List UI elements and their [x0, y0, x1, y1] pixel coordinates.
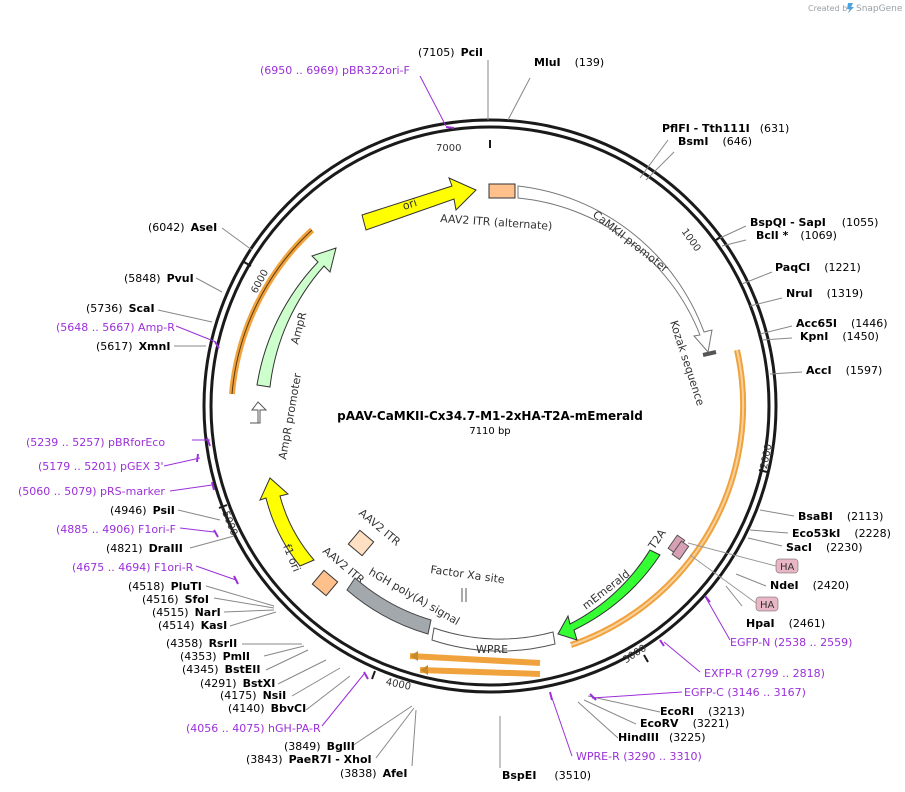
primer-hgh-pa-r: (4056 .. 4075) hGH-PA-R — [186, 722, 321, 735]
primer-pbrforeco: (5239 .. 5257) pBRforEco — [26, 436, 165, 449]
site-pflfi-tth111i: PflFI - Tth111I(631) — [662, 122, 789, 135]
primer-marks — [196, 126, 711, 701]
orf-arc-bottom-2 — [419, 667, 541, 677]
site-bspei: BspEI(3510) — [502, 769, 591, 782]
site-paer7i-xhoi: (3843)PaeR7I - XhoI — [246, 753, 372, 766]
app-name-text: SnapGene — [856, 4, 903, 14]
site-acc65i: Acc65I(1446) — [796, 317, 888, 330]
site-bsteii: (4345)BstEII — [182, 663, 260, 676]
t2a-label: T2A — [645, 526, 669, 552]
tick-label-1000: 1000 — [679, 227, 703, 254]
tick-label-2000: 2000 — [759, 443, 775, 470]
site-bspqi-sapi: BspQI - SapI(1055) — [750, 216, 878, 229]
backbone-outer-ring — [202, 118, 778, 694]
site-bglii: (3849)BglII — [284, 740, 355, 753]
primer-leader-lines — [163, 75, 731, 757]
site-scai: (5736)ScaI — [86, 302, 155, 315]
primer-exfp-r: EXFP-R (2799 .. 2818) — [704, 667, 825, 680]
site-nrui: NruI(1319) — [786, 287, 863, 300]
ampr-feature-arrow[interactable] — [256, 247, 337, 388]
backbone-inner-ring — [209, 125, 771, 687]
site-ecori: EcoRI(3213) — [660, 705, 745, 718]
orf-arc-bottom-1 — [409, 653, 541, 666]
site-pmli: (4353)PmlI — [180, 650, 250, 663]
site-bsmi: BsmI(646) — [678, 135, 752, 148]
site-kpni: KpnI(1450) — [800, 330, 879, 343]
primer-egfp-c: EGFP-C (3146 .. 3167) — [684, 686, 806, 699]
site-pcii: (7105)PciI — [418, 46, 483, 59]
kozak-feature[interactable] — [702, 350, 717, 357]
ampr-label: AmpR — [288, 310, 309, 345]
plasmid-name: pAAV-CaMKII-Cx34.7-M1-2xHA-T2A-mEmerald — [337, 409, 643, 423]
tick-label-3000: 3000 — [621, 643, 648, 666]
site-saci: SacI(2230) — [786, 541, 863, 554]
factor-xa-label: Factor Xa site — [430, 563, 506, 586]
camkii-promoter-label: CaMKII promoter — [590, 208, 671, 275]
ampr-promoter-label: AmpR promoter — [276, 372, 304, 461]
primer-prs-marker: (5060 .. 5079) pRS-marker — [18, 485, 165, 498]
aav2-itr-alternate-feature[interactable] — [488, 183, 516, 199]
plasmid-length: 7110 bp — [469, 426, 510, 437]
site-labels: (7105)PciI MluI(139) PflFI - Tth111I(631… — [86, 46, 891, 782]
site-bstxi: (4291)BstXI — [200, 677, 275, 690]
primer-labels: (6950 .. 6969) pBR322ori-F (5648 .. 5667… — [18, 64, 852, 763]
ha-tag-box-2[interactable] — [755, 596, 779, 612]
aav2-itr-feature-outer[interactable] — [311, 569, 339, 597]
aav2-itr-alternate-label: AAV2 ITR (alternate) — [440, 212, 553, 233]
site-psii: (4946)PsiI — [110, 504, 175, 517]
primer-pgex3: (5179 .. 5201) pGEX 3' — [38, 460, 164, 473]
snapgene-logo-icon — [847, 3, 854, 13]
primer-amp-r: (5648 .. 5667) Amp-R — [56, 321, 175, 334]
site-bcli: BclI *(1069) — [756, 229, 837, 242]
tick-marks — [218, 140, 768, 680]
site-nsii: (4175)NsiI — [220, 689, 286, 702]
site-afei: (3838)AfeI — [340, 767, 407, 780]
site-hpai: HpaI(2461) — [746, 617, 825, 630]
site-pvui: (5848)PvuI — [124, 272, 194, 285]
wpre-feature[interactable] — [431, 627, 556, 652]
ori-feature-arrow[interactable] — [361, 177, 477, 231]
site-xmni: (5617)XmnI — [96, 340, 170, 353]
created-by-text: Created by — [808, 4, 852, 13]
primer-egfp-n: EGFP-N (2538 .. 2559) — [730, 636, 852, 649]
site-leader-lines — [157, 60, 803, 768]
site-asei: (6042)AseI — [148, 221, 217, 234]
site-mlui: MluI(139) — [534, 56, 604, 69]
site-eco53ki: Eco53kI(2228) — [792, 527, 891, 540]
site-paqci: PaqCI(1221) — [775, 261, 861, 274]
aav2-itr-feature-inner[interactable] — [347, 529, 375, 557]
primer-pbr322ori-f: (6950 .. 6969) pBR322ori-F — [260, 64, 410, 77]
camkii-promoter-arrow[interactable] — [517, 185, 713, 354]
site-ecorv: EcoRV(3221) — [640, 717, 729, 730]
site-bsabi: BsaBI(2113) — [798, 510, 883, 523]
site-rsrii: (4358)RsrII — [166, 637, 237, 650]
site-kasi: (4514)KasI — [158, 619, 227, 632]
tick-label-7000: 7000 — [436, 143, 461, 154]
ha-label-1: HA — [780, 562, 795, 573]
tick-label-4000: 4000 — [385, 677, 412, 693]
ha-label-2: HA — [760, 600, 775, 611]
primer-f1ori-r: (4675 .. 4694) F1ori-R — [72, 561, 194, 574]
f1-ori-feature-arrow[interactable] — [259, 477, 315, 567]
tick-label-5000: 5000 — [219, 510, 239, 538]
site-hindiii: HindIII(3225) — [618, 731, 706, 744]
hgh-polya-feature[interactable] — [346, 577, 432, 635]
primer-wpre-r: WPRE-R (3290 .. 3310) — [576, 750, 702, 763]
site-draiii: (4821)DraIII — [106, 542, 183, 555]
site-nari: (4515)NarI — [152, 606, 221, 619]
primer-f1ori-f: (4885 .. 4906) F1ori-F — [56, 523, 176, 536]
ori-label: ori — [401, 196, 419, 213]
site-bbvci: (4140)BbvCI — [228, 702, 306, 715]
memerald-feature-arrow[interactable] — [557, 549, 661, 641]
ampr-promoter-arrow[interactable] — [250, 401, 268, 424]
site-pluti: (4518)PluTI — [128, 580, 202, 593]
site-acci: AccI(1597) — [806, 364, 882, 377]
site-ndei: NdeI(2420) — [770, 579, 849, 592]
site-sfoi: (4516)SfoI — [142, 593, 209, 606]
wpre-label: WPRE — [476, 643, 508, 656]
